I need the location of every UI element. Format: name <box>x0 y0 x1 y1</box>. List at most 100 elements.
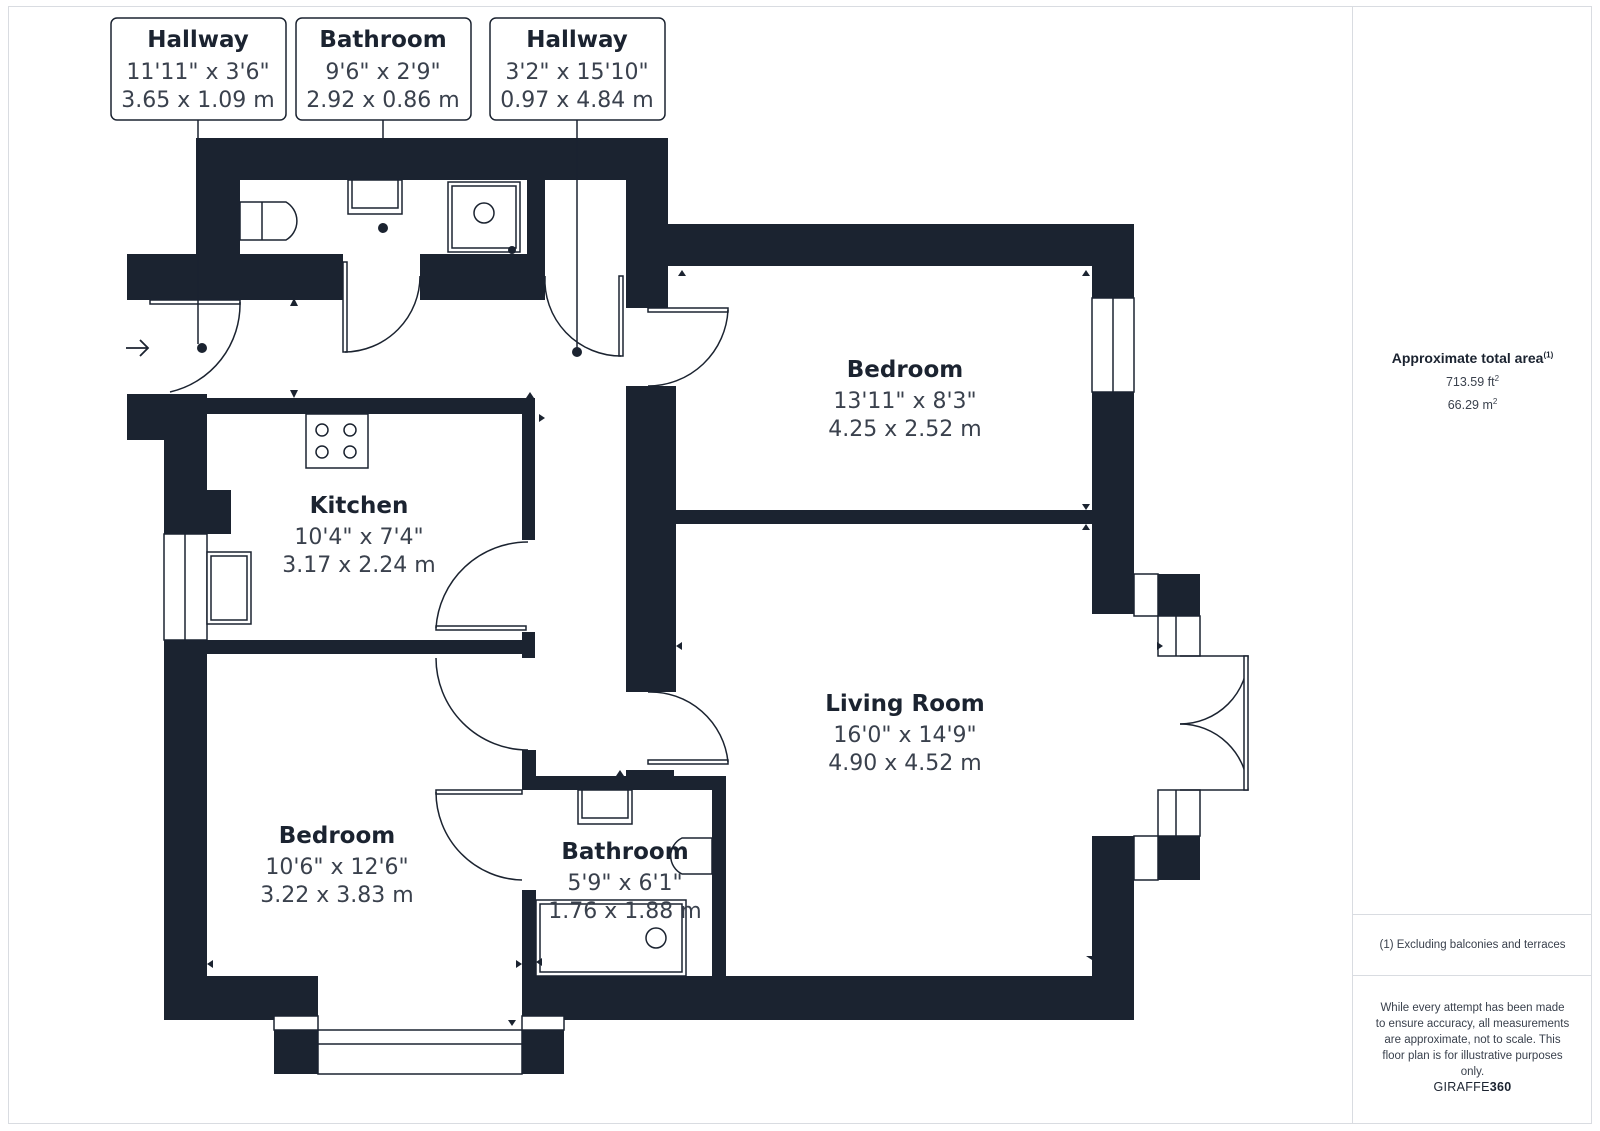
wall-bay-bottom <box>1158 836 1200 880</box>
area-m: 66.29 m2 <box>1353 397 1592 412</box>
wall-right-b <box>1092 392 1134 614</box>
tag-hallway1-name: Hallway <box>147 27 249 53</box>
label-living: Living Room 16'0" x 14'9" 4.90 x 4.52 m <box>825 691 985 776</box>
footnote: (1) Excluding balconies and terraces <box>1353 914 1592 976</box>
bedroom1-metric: 4.25 x 2.52 m <box>828 417 981 442</box>
area-ft: 713.59 ft2 <box>1353 374 1592 389</box>
living-french-door-b <box>1179 723 1249 791</box>
living-metric: 4.90 x 4.52 m <box>828 751 981 776</box>
wall-hall-upper-mid <box>420 254 545 300</box>
wall-bedroom-top <box>668 224 1134 266</box>
markers <box>197 223 582 357</box>
tag-hallway2: Hallway 3'2" x 15'10" 0.97 x 4.84 m <box>489 17 666 121</box>
wall-bath-right <box>527 180 545 300</box>
bath1-door-swing <box>344 275 421 353</box>
living-imperial: 16'0" x 14'9" <box>833 723 976 748</box>
toilet-icon <box>239 201 298 241</box>
window-bedroom2 <box>317 1029 523 1075</box>
window-bay-b <box>1157 615 1201 657</box>
bedroom1-door-swing <box>647 309 729 387</box>
entry-door-swing <box>169 301 241 393</box>
tag-hallway1-metric: 3.65 x 1.09 m <box>121 88 274 113</box>
wall-left-jog <box>207 490 231 534</box>
bedroom2-metric: 3.22 x 3.83 m <box>260 883 413 908</box>
wall-kitchen-door-jamb <box>522 632 535 658</box>
tag-hallway1-imperial: 11'11" x 3'6" <box>126 60 269 85</box>
bedroom1-name: Bedroom <box>847 357 964 383</box>
disclaimer: While every attempt has been made to ens… <box>1375 1002 1570 1078</box>
wall-bottom-right <box>522 976 1134 1020</box>
bath2-door-swing <box>435 791 523 881</box>
brand-light: GIRAFFE <box>1433 1080 1490 1094</box>
wall-top <box>196 138 668 180</box>
bathroom2-imperial: 5'9" x 6'1" <box>567 871 682 896</box>
wall-kitchen-top <box>207 398 535 414</box>
entry-door-leaf <box>149 299 241 305</box>
label-bedroom2: Bedroom 10'6" x 12'6" 3.22 x 3.83 m <box>260 823 413 908</box>
hob-icon <box>305 413 369 469</box>
tag-bathroom1-metric: 2.92 x 0.86 m <box>306 88 459 113</box>
area-note-marker: (1) <box>1543 350 1554 360</box>
wall-bedroom-living <box>676 510 1092 524</box>
wall-left-b <box>164 640 207 1020</box>
label-kitchen: Kitchen 10'4" x 7'4" 3.17 x 2.24 m <box>282 493 435 578</box>
bedroom1-imperial: 13'11" x 8'3" <box>833 389 976 414</box>
wall-hall-upper-left <box>127 254 343 300</box>
entry-arrow-icon <box>126 339 150 357</box>
bathroom2-name: Bathroom <box>561 839 688 865</box>
brand-bold: 360 <box>1489 1080 1512 1094</box>
wall-kitchen-bottom <box>207 640 535 654</box>
tag-hallway2-name: Hallway <box>526 27 628 53</box>
window-bay-c <box>1157 789 1201 837</box>
window-bay-a <box>1133 573 1159 617</box>
plan-frame <box>8 6 1592 1124</box>
wall-bay-top <box>1158 574 1200 616</box>
wall-left-a <box>164 394 207 534</box>
bathroom2-metric: 1.76 x 1.88 m <box>548 899 701 924</box>
bath2-toilet-icon <box>670 837 713 875</box>
bedroom2-name: Bedroom <box>279 823 396 849</box>
doors <box>149 261 1249 881</box>
wall-corridor-right <box>626 386 676 692</box>
label-bedroom1: Bedroom 13'11" x 8'3" 4.25 x 2.52 m <box>828 357 981 442</box>
kitchen-name: Kitchen <box>310 493 409 519</box>
bedroom2-imperial: 10'6" x 12'6" <box>265 855 408 880</box>
bedroom2-door-swing <box>435 657 529 751</box>
area-m-unit: 2 <box>1492 397 1498 407</box>
tag-hallway1: Hallway 11'11" x 3'6" 3.65 x 1.09 m <box>110 17 287 121</box>
dimension-ticks <box>207 270 1163 1026</box>
label-bathroom2: Bathroom 5'9" x 6'1" 1.76 x 1.88 m <box>548 839 701 924</box>
fixtures <box>206 179 713 977</box>
wall-right-a <box>1092 224 1134 298</box>
living-door-swing <box>647 691 729 763</box>
walls <box>127 138 1200 1074</box>
wall-bath2-top-r <box>626 770 674 790</box>
tag-bathroom1-imperial: 9'6" x 2'9" <box>325 60 440 85</box>
tag-bathroom1: Bathroom 9'6" x 2'9" 2.92 x 0.86 m <box>295 17 472 121</box>
tag-leaders <box>197 120 578 348</box>
area-ft-value: 713.59 ft <box>1445 375 1495 390</box>
area-title-text: Approximate total area <box>1391 350 1544 366</box>
tag-hallway2-metric: 0.97 x 4.84 m <box>500 88 653 113</box>
tag-bathroom1-name: Bathroom <box>319 27 446 53</box>
wall-top-right <box>626 138 668 308</box>
floor-plan: Hallway 11'11" x 3'6" 3.65 x 1.09 m Bath… <box>110 17 1249 1075</box>
brand-logo: GIRAFFE360 <box>1353 1080 1592 1094</box>
wall-bath2-right <box>712 776 726 976</box>
total-area-block: Approximate total area(1) 713.59 ft2 66.… <box>1353 350 1592 412</box>
area-m-value: 66.29 m <box>1447 398 1493 413</box>
living-french-door-a <box>1179 655 1249 725</box>
living-name: Living Room <box>825 691 985 717</box>
tag-hallway2-imperial: 3'2" x 15'10" <box>505 60 648 85</box>
kitchen-imperial: 10'4" x 7'4" <box>294 525 423 550</box>
area-title: Approximate total area(1) <box>1353 350 1592 366</box>
window-bay-d <box>1133 835 1159 881</box>
windows <box>163 297 1201 1075</box>
wall-bath2-top <box>522 776 726 790</box>
hall2-door-swing <box>544 275 622 357</box>
kitchen-metric: 3.17 x 2.24 m <box>282 553 435 578</box>
wall-kitchen-right <box>522 398 535 540</box>
area-ft-unit: 2 <box>1494 374 1500 383</box>
wall-bath2-left <box>522 890 536 980</box>
info-sidebar: Approximate total area(1) 713.59 ft2 66.… <box>1352 6 1592 1124</box>
